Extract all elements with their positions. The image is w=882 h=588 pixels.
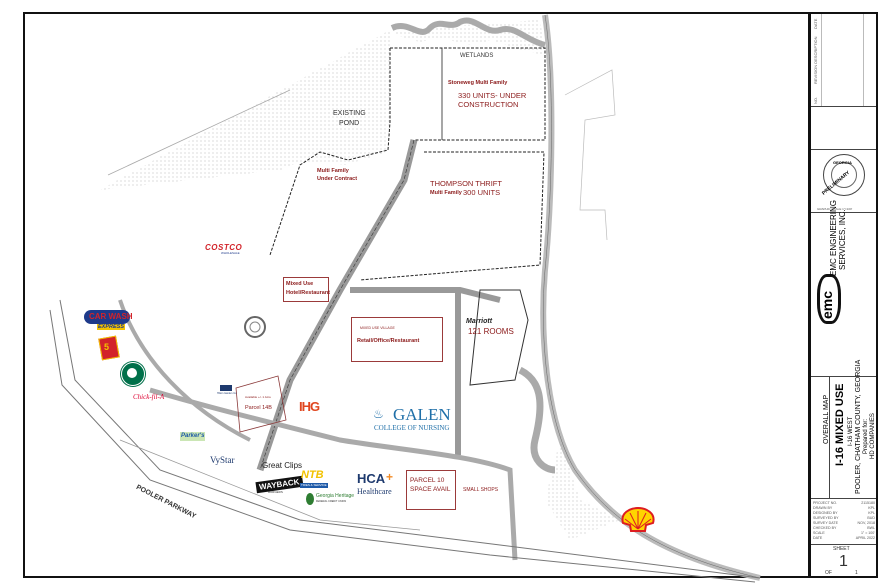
- village-uses: Retail/Office/Restaurant: [357, 338, 420, 344]
- parcel-10-box: [406, 470, 456, 510]
- starbucks-siren: [127, 368, 137, 378]
- car-wash-name: CAR WASH: [89, 312, 133, 321]
- of-total: 1: [855, 570, 858, 576]
- seal-inner: [831, 162, 857, 188]
- parcel14-label: Parcel 14B: [245, 405, 272, 411]
- mixed-use-hotel-parcel: [283, 277, 329, 302]
- vystar-logo: VyStar: [210, 455, 235, 465]
- info-row: PROJECT NO.2115180: [813, 501, 875, 505]
- thompson-label: THOMPSON THRIFT: [430, 179, 502, 188]
- chick-fil-a-logo: Chick-fil-A: [133, 393, 165, 401]
- firm-name-line1: EMC ENGINEERING: [829, 199, 838, 276]
- hilton-label: Hilton Garden Inn: [217, 392, 237, 395]
- project-location: POOLER, CHATHAM COUNTY, GEORGIA: [855, 359, 862, 494]
- mixed-use-line2: Hotel/Restaurant: [286, 290, 331, 296]
- ntb-sub: TIRES & SERVICE: [300, 483, 328, 489]
- hca-plus-icon: +: [386, 470, 394, 484]
- emc-logo-text: emc: [819, 290, 835, 319]
- revision-table: NO. REVISION DESCRIPTION DATE: [811, 14, 876, 106]
- georgia-heritage-icon: [306, 493, 314, 505]
- galen-sub: COLLEGE OF NURSING: [374, 424, 450, 432]
- georgia-heritage-sub: FEDERAL CREDIT UNION: [316, 500, 347, 503]
- seal-state: GEORGIA: [833, 160, 852, 165]
- sheet-label: SHEET: [833, 546, 850, 552]
- parcel-10-line2: SPACE AVAIL: [410, 486, 451, 493]
- costco-logo: COSTCO: [205, 243, 243, 252]
- car-wash-sub: EXPRESS: [97, 324, 125, 331]
- thompson-sub-label: Multi Family: [430, 190, 462, 196]
- galen-logo: GALEN: [393, 405, 451, 424]
- of-label: OF: [825, 570, 832, 576]
- client-name: HD COMPANIES: [870, 413, 876, 459]
- ihg-logo: IHG: [299, 399, 320, 414]
- wayback-sub: BURGERS: [268, 490, 283, 494]
- ntb-logo: NTB: [301, 469, 324, 481]
- emc-logo: [817, 274, 841, 324]
- galen-lamp-icon: ♨: [373, 407, 384, 421]
- marriott-logo: Marriott: [466, 318, 493, 325]
- hilton-logo: [220, 385, 232, 391]
- prepared-for-label: Prepared for:: [863, 418, 869, 454]
- great-clips-logo: Great Clips: [262, 461, 303, 470]
- project-name: I-16 MIXED USE: [834, 383, 846, 466]
- mf-contract-line1: Multi Family: [317, 168, 349, 174]
- hca-logo: HCA: [357, 471, 386, 486]
- costco-sub: WHOLESALE: [221, 251, 240, 255]
- mixed-use-line1: Mixed Use: [286, 281, 314, 287]
- stoneweg-units-line1: 330 UNITS- UNDER: [458, 91, 527, 100]
- shell-logo: [621, 507, 655, 532]
- wetlands-label: WETLANDS: [460, 53, 494, 59]
- firm-name-line2: SERVICES, INC.: [838, 209, 847, 270]
- mf-contract-line2: Under Contract: [317, 176, 358, 182]
- graphic-scale: GRAPHIC SCALE 1"=100': [817, 207, 853, 211]
- thompson-units-label: 300 UNITS: [463, 188, 501, 197]
- parkers-logo: Parker's: [180, 432, 206, 441]
- parcel14-avail: Available +/- 1 Acre: [245, 395, 271, 399]
- project-subtitle: I-16 WEST: [848, 416, 854, 446]
- sheet-number: 1: [839, 553, 848, 570]
- pond-label-line1: EXISTING: [333, 110, 366, 117]
- title-block: NO. REVISION DESCRIPTION DATE GEORGIA PR…: [810, 12, 878, 578]
- drawing-sheet: [23, 12, 810, 578]
- revision-date-header: DATE: [813, 18, 818, 29]
- pond-label-line2: POND: [339, 120, 360, 127]
- hca-sub: Healthcare: [357, 487, 392, 496]
- mixed-use-village-parcel: [351, 317, 443, 362]
- stoneweg-label: Stoneweg Multi Family: [448, 80, 508, 86]
- car-wash-logo: [84, 310, 130, 324]
- georgia-heritage-logo: Georgia Heritage: [316, 493, 355, 499]
- parcel-10-line1: PARCEL 10: [410, 477, 445, 484]
- stoneweg-units-line2: CONSTRUCTION: [458, 100, 519, 109]
- marriott-rooms: 121 ROOMS: [468, 327, 514, 336]
- village-title: MIXED USE VILLAGE: [360, 326, 395, 330]
- revision-desc-header: REVISION DESCRIPTION: [813, 36, 818, 84]
- preliminary-seal: [823, 154, 865, 196]
- take5-label: 5: [104, 342, 110, 352]
- small-shops-label: SMALL SHOPS: [463, 487, 499, 493]
- revision-no-header: NO.: [813, 96, 818, 104]
